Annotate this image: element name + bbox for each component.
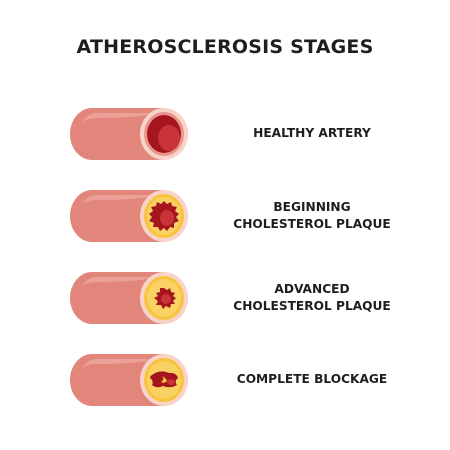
stage-healthy-artery: HEALTHY ARTERY — [0, 104, 450, 164]
stage-advanced-plaque: ADVANCED CHOLESTEROL PLAQUE — [0, 268, 450, 328]
blood-highlight — [158, 125, 180, 151]
artery-highlight — [82, 195, 156, 206]
artery-highlight — [82, 359, 156, 370]
advanced-plaque-illustration — [70, 272, 188, 324]
diagram-title: ATHEROSCLEROSIS STAGES — [76, 36, 374, 58]
blood-highlight — [161, 294, 171, 304]
complete-blockage-illustration — [70, 354, 188, 406]
stage-label-beginning: BEGINNING CHOLESTEROL PLAQUE — [233, 200, 391, 231]
blood-highlight — [167, 379, 175, 385]
healthy-artery-illustration — [70, 108, 188, 160]
stage-label-advanced: ADVANCED CHOLESTEROL PLAQUE — [233, 282, 391, 313]
blood-highlight — [160, 210, 174, 226]
beginning-plaque-illustration — [70, 190, 188, 242]
stage-beginning-plaque: BEGINNING CHOLESTEROL PLAQUE — [0, 186, 450, 246]
artery-highlight — [82, 113, 156, 124]
stage-label-healthy: HEALTHY ARTERY — [253, 126, 371, 140]
stage-complete-blockage: COMPLETE BLOCKAGE — [0, 350, 450, 410]
stage-label-complete-blockage: COMPLETE BLOCKAGE — [236, 372, 388, 386]
artery-highlight — [82, 277, 156, 288]
plaque-intrusion — [161, 376, 167, 383]
